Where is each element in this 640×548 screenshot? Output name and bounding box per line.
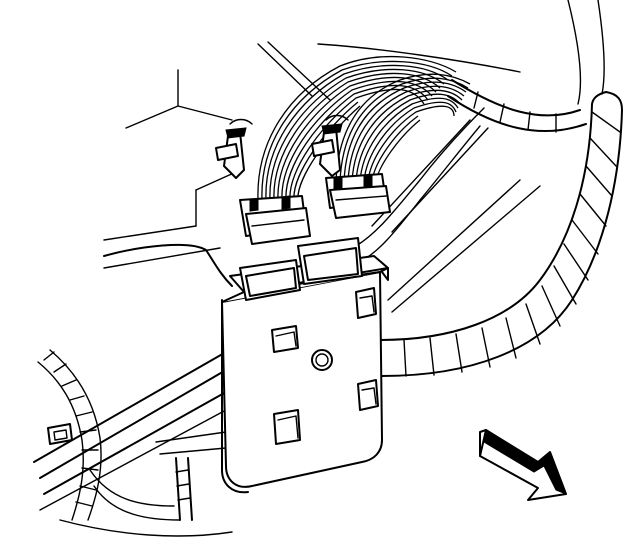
electronic-module-icon <box>221 237 389 494</box>
push-pin-retainer-icon <box>215 114 349 179</box>
harness-conduit <box>379 79 623 377</box>
mounting-wires <box>103 107 485 287</box>
harness-connector-left <box>239 195 311 245</box>
harness-connector-right <box>325 173 391 219</box>
direction-arrow-icon <box>479 429 567 501</box>
